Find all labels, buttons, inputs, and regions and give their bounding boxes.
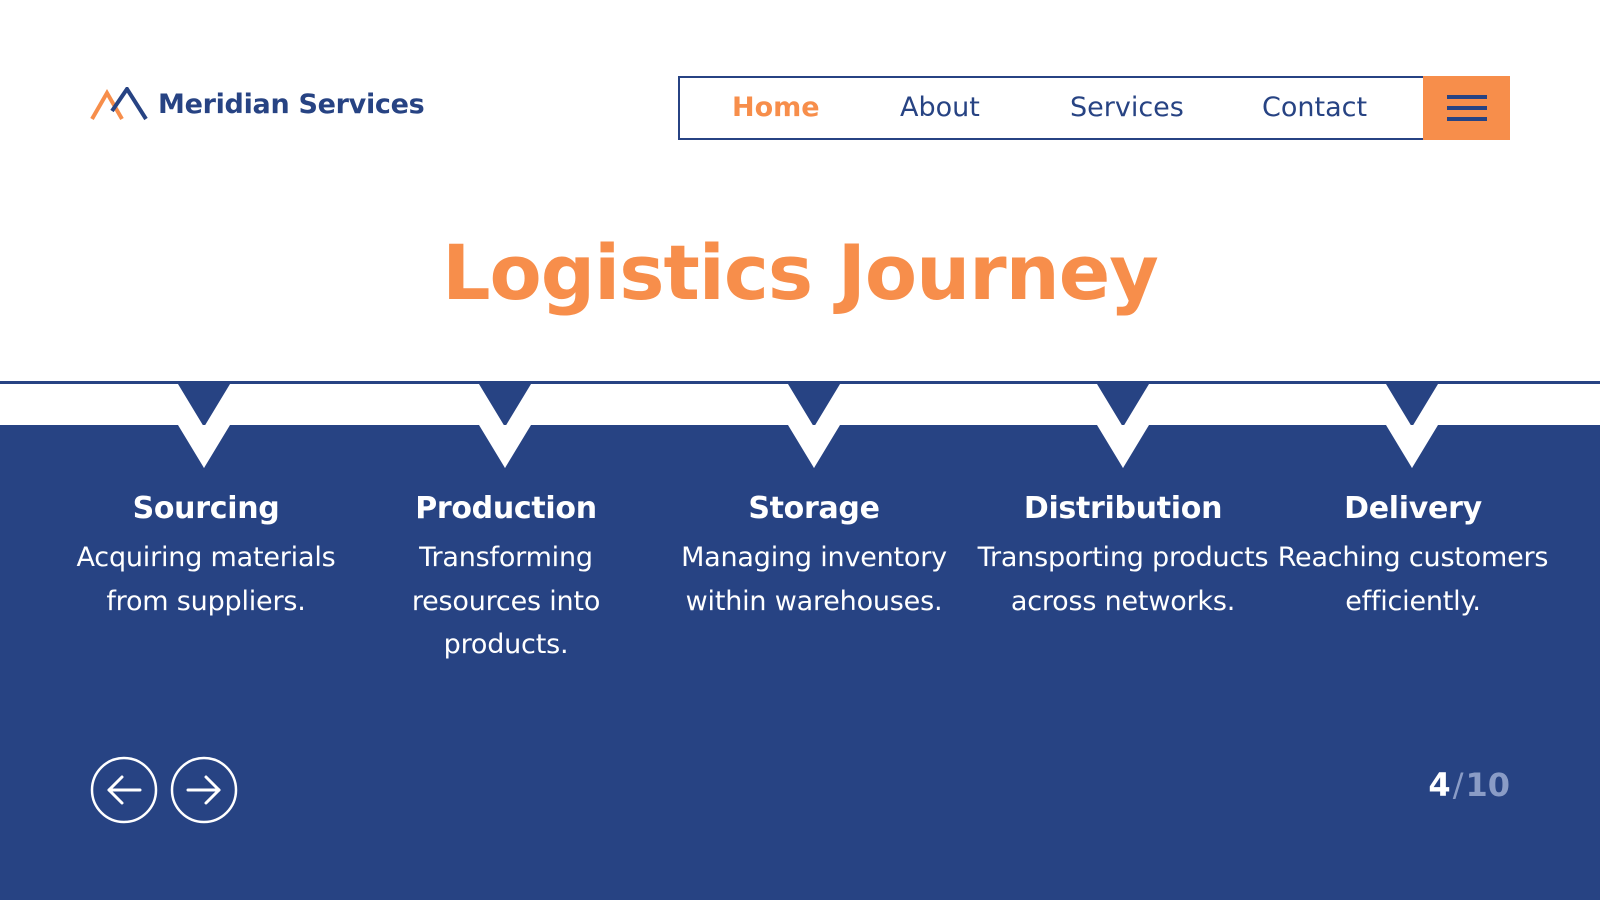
page-total: 10 xyxy=(1465,766,1510,804)
step-description: Managing inventory within warehouses. xyxy=(681,542,947,617)
step-description: Acquiring materials from suppliers. xyxy=(76,542,336,617)
page-indicator: 4/10 xyxy=(1390,766,1510,804)
page-title: Logistics Journey xyxy=(442,228,1159,317)
step-description: Transporting products across networks. xyxy=(977,542,1269,617)
page-separator: / xyxy=(1452,766,1464,804)
page-current: 4 xyxy=(1428,766,1451,804)
step-title: Production xyxy=(415,491,597,526)
step-sourcing: Sourcing Acquiring materials from suppli… xyxy=(56,486,356,623)
next-button[interactable] xyxy=(170,756,238,824)
arrow-left-icon xyxy=(90,756,158,824)
step-title: Distribution xyxy=(1023,491,1223,526)
nav-item-services[interactable]: Services xyxy=(1070,92,1184,123)
previous-button[interactable] xyxy=(90,756,158,824)
main-nav: Home About Services Contact xyxy=(678,76,1510,140)
step-description: Reaching customers efficiently. xyxy=(1277,542,1549,617)
step-title: Storage xyxy=(748,491,880,526)
menu-button[interactable] xyxy=(1423,76,1510,140)
brand-name: Meridian Services xyxy=(158,88,425,120)
timeline-divider xyxy=(0,381,1600,384)
hamburger-menu-icon xyxy=(1446,94,1487,122)
step-storage: Storage Managing inventory within wareho… xyxy=(664,486,964,623)
step-description: Transforming resources into products. xyxy=(411,542,601,660)
step-title: Sourcing xyxy=(132,491,280,526)
step-delivery: Delivery Reaching customers efficiently. xyxy=(1263,486,1563,623)
step-title: Delivery xyxy=(1344,491,1482,526)
timeline-band xyxy=(0,425,1600,900)
nav-item-home[interactable]: Home xyxy=(732,92,820,123)
mountain-peaks-icon xyxy=(90,87,150,121)
arrow-right-icon xyxy=(170,756,238,824)
brand-logo[interactable]: Meridian Services xyxy=(90,84,425,124)
step-production: Production Transforming resources into p… xyxy=(356,486,656,667)
step-distribution: Distribution Transporting products acros… xyxy=(973,486,1273,623)
nav-item-contact[interactable]: Contact xyxy=(1262,92,1368,123)
nav-item-about[interactable]: About xyxy=(900,92,980,123)
